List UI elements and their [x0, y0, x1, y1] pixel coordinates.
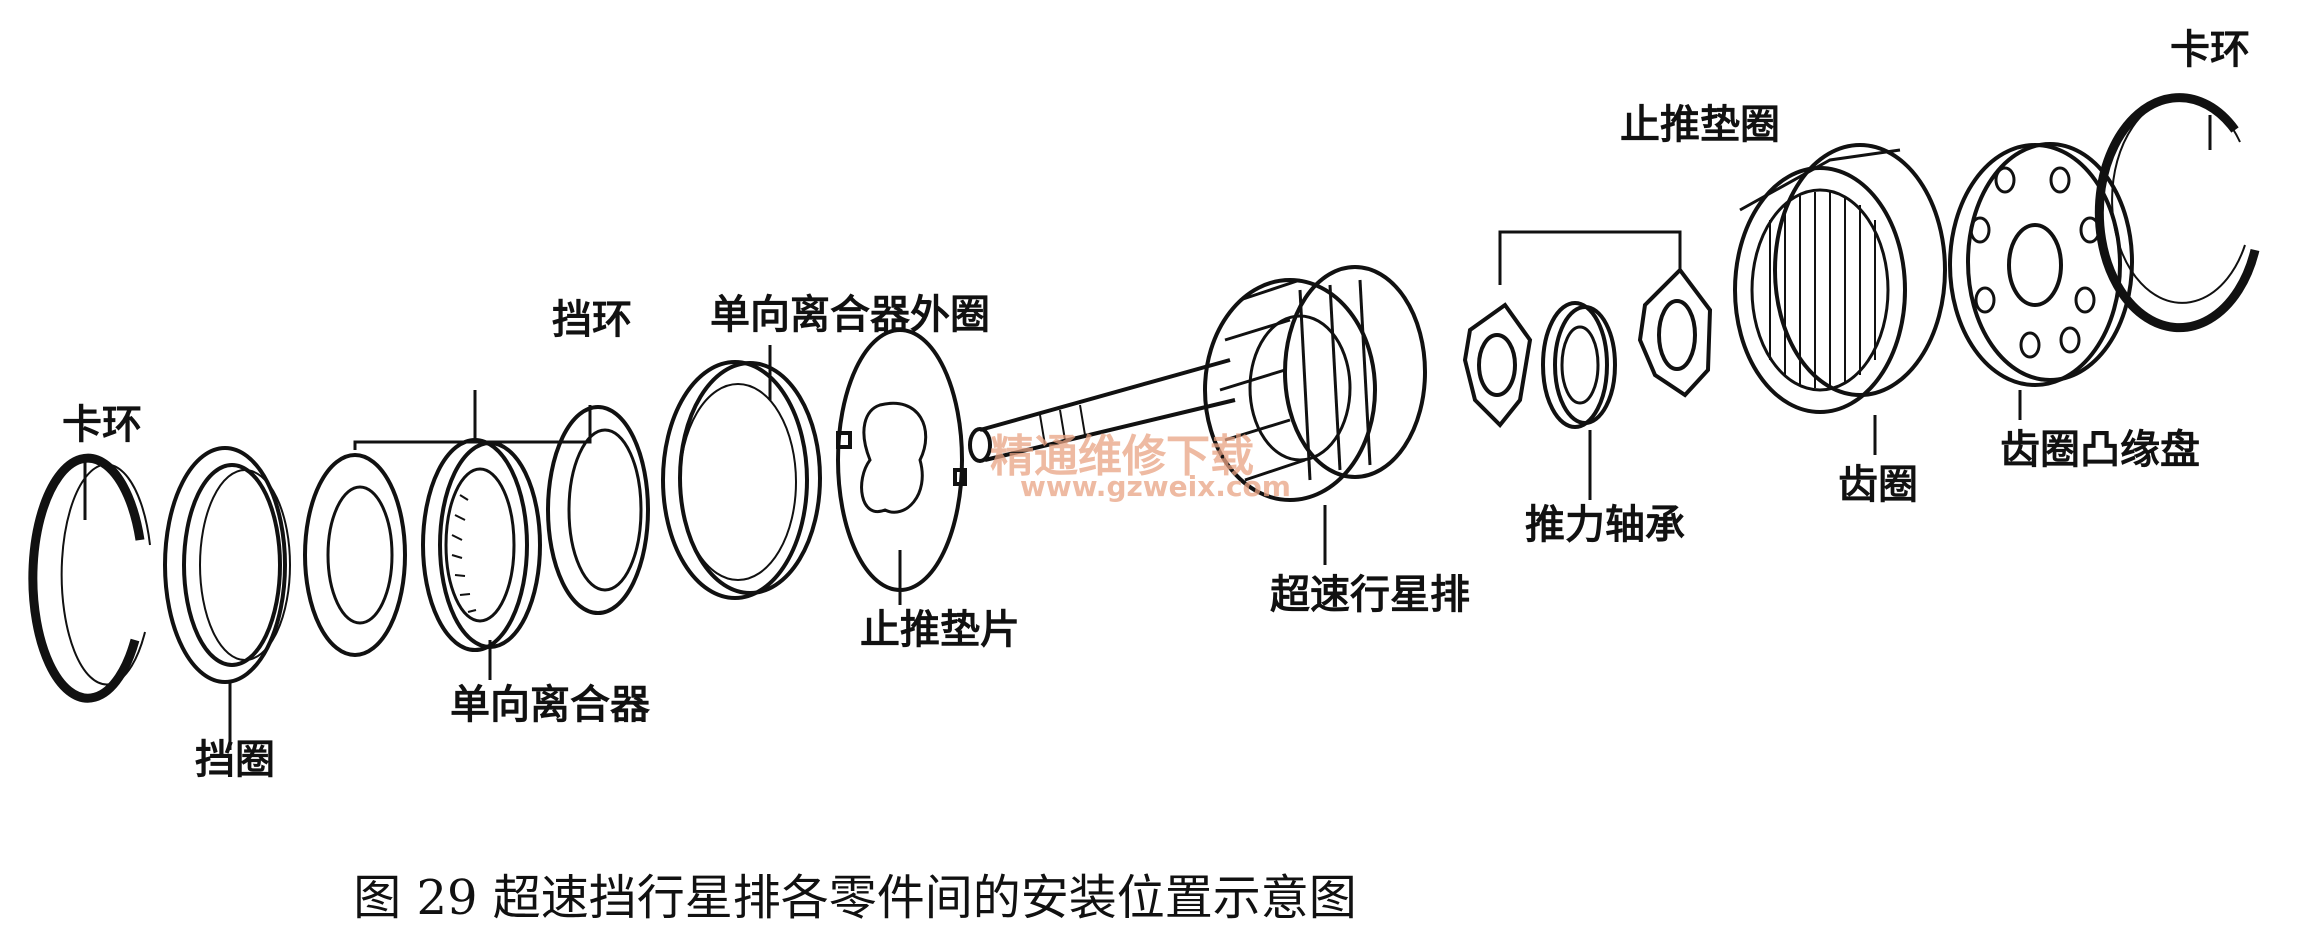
- one-way-clutch-part: [421, 438, 542, 652]
- stop-ring-left-part: [303, 453, 407, 657]
- label-ring-gear: 齿圈: [1838, 462, 1918, 508]
- label-clutch-outer-race: 单向离合器外圈: [710, 292, 990, 338]
- watermark-text: 精通维修下载: [990, 431, 1254, 482]
- overdrive-planetary-part: [968, 265, 1427, 502]
- leader-lines: [83, 115, 2212, 750]
- retaining-ring-part: [163, 446, 291, 684]
- label-ring-gear-flange: 齿圈凸缘盘: [2000, 427, 2200, 473]
- snap-ring-left-part: [28, 453, 151, 703]
- thrust-washer-right-part: [1637, 266, 1713, 398]
- clutch-outer-race-part: [661, 360, 822, 600]
- label-one-way-clutch: 单向离合器: [450, 682, 650, 728]
- label-snap-ring-right: 卡环: [2170, 27, 2250, 73]
- thrust-washer-left-part: [1462, 302, 1533, 428]
- stop-ring-right-part: [546, 405, 650, 615]
- label-retaining-ring: 挡圈: [195, 737, 275, 783]
- watermark-url: www.gzweix.com: [1020, 470, 1291, 503]
- figure-caption: 图 29 超速挡行星排各零件间的安装位置示意图: [353, 870, 1357, 926]
- snap-ring-right-part: [2094, 93, 2260, 333]
- ring-gear-part: [1733, 143, 1947, 414]
- label-stop-ring: 挡环: [552, 297, 632, 343]
- label-thrust-bearing: 推力轴承: [1525, 502, 1685, 548]
- ring-gear-flange-part: [1948, 142, 2134, 387]
- label-thrust-washer: 止推垫圈: [1620, 102, 1780, 148]
- label-thrust-plate: 止推垫片: [860, 607, 1020, 653]
- label-snap-ring-left: 卡环: [62, 402, 142, 448]
- thrust-bearing-part: [1541, 301, 1617, 429]
- label-overdrive-planetary: 超速行星排: [1270, 572, 1470, 618]
